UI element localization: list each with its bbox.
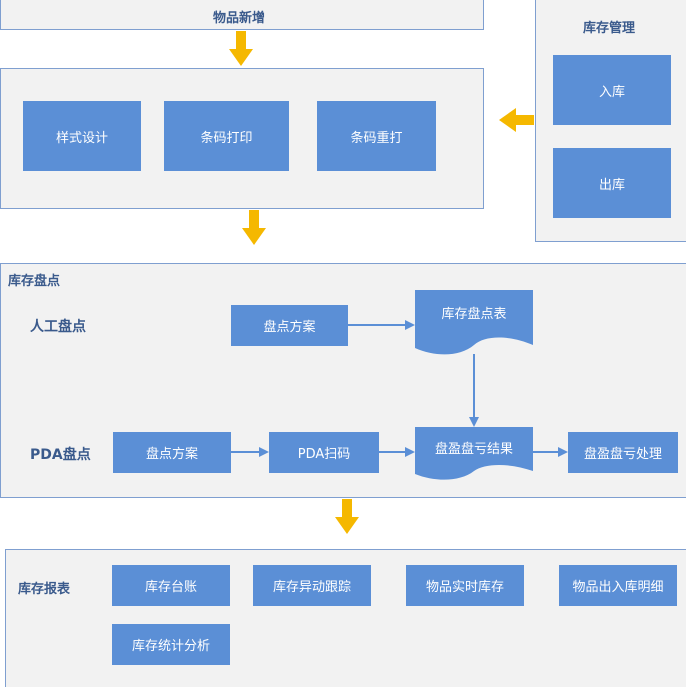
flow-arrow-warehouse-left (499, 108, 534, 132)
document-shape (415, 427, 533, 480)
style-design-node[interactable]: 样式设计 (23, 101, 141, 171)
manual-count-label: 人工盘点 (30, 319, 86, 335)
report-realtime-stock-node[interactable]: 物品实时库存 (406, 565, 524, 606)
surplus-process-node[interactable]: 盘盈盘亏处理 (568, 432, 678, 473)
flow-arrow-print-down (242, 210, 266, 245)
surplus-result-node[interactable]: 盘盈盘亏结果 (415, 427, 533, 482)
stock-out-node[interactable]: 出库 (553, 148, 671, 218)
surplus-result-label: 盘盈盘亏结果 (434, 442, 513, 457)
report-ledger-node[interactable]: 库存台账 (112, 565, 230, 606)
report-inout-detail-node[interactable]: 物品出入库明细 (559, 565, 677, 606)
item-add-title: 物品新增 (213, 11, 266, 26)
document-shape (415, 290, 533, 355)
pda-plan-node[interactable]: 盘点方案 (113, 432, 231, 473)
report-stats-analysis-node[interactable]: 库存统计分析 (112, 624, 230, 665)
flow-arrow-top-down (229, 31, 253, 66)
reports-title: 库存报表 (18, 582, 71, 597)
manual-plan-node[interactable]: 盘点方案 (231, 305, 348, 346)
report-change-track-node[interactable]: 库存异动跟踪 (253, 565, 371, 606)
inventory-table-node[interactable]: 库存盘点表 (415, 290, 533, 357)
stock-in-node[interactable]: 入库 (553, 55, 671, 125)
warehouse-title: 库存管理 (583, 21, 636, 36)
inventory-title: 库存盘点 (8, 274, 61, 289)
barcode-reprint-node[interactable]: 条码重打 (317, 101, 436, 171)
inventory-table-label: 库存盘点表 (441, 307, 507, 322)
flow-arrow-inventory-down (335, 499, 359, 534)
pda-scan-node[interactable]: PDA扫码 (269, 432, 379, 473)
item-add-panel: 物品新增 (0, 0, 484, 30)
barcode-print-node[interactable]: 条码打印 (164, 101, 289, 171)
pda-count-label: PDA盘点 (30, 447, 91, 463)
